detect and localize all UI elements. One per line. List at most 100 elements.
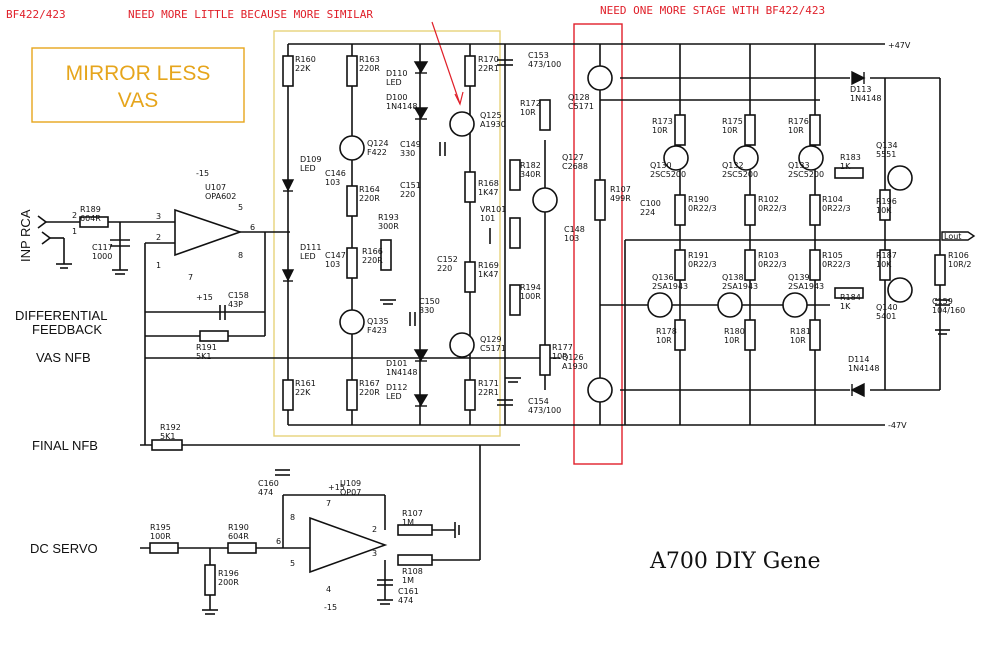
dc-servo-label: DC SERVO (30, 541, 98, 556)
value-r106: 10R/2 (948, 260, 972, 269)
ref-d114: D114 (848, 355, 869, 364)
value-q127: C2688 (562, 162, 588, 171)
value-c146: 103 (325, 178, 340, 187)
value-r102: 0R22/3 (758, 204, 787, 213)
pin-1: 1 (72, 227, 77, 236)
value-q124: F422 (367, 148, 387, 157)
ref-c100: C100 (640, 199, 661, 208)
value-q138: 2SA1943 (722, 282, 758, 291)
value-r166: 220R (362, 256, 383, 265)
ref-q129: Q129 (480, 335, 502, 344)
value-c158: 43P (228, 300, 243, 309)
ref-r196b: R196 (218, 569, 239, 578)
pin-8: 8 (238, 251, 243, 260)
pin-2c: 2 (372, 525, 377, 534)
ref-c146: C146 (325, 169, 346, 178)
ref-q128: Q128 (568, 93, 590, 102)
pin-3: 3 (156, 212, 161, 221)
ref-r163: R163 (359, 55, 380, 64)
value-r167: 220R (359, 388, 380, 397)
value-r184: 1K (840, 302, 851, 311)
pin-5: 5 (238, 203, 243, 212)
value-r107: 499R (610, 194, 631, 203)
opamp-u107-symbol (174, 208, 243, 257)
value-c148: 103 (564, 234, 579, 243)
pin-2b: 2 (72, 211, 77, 220)
ref-u109: U109 (340, 479, 361, 488)
value-r194: 100R (520, 292, 541, 301)
ref-r104: R104 (822, 195, 843, 204)
ref-c151: C151 (400, 181, 421, 190)
value-d111: LED (300, 252, 316, 261)
transistor-symbols (339, 65, 913, 403)
ref-r191a: R191 (196, 343, 217, 352)
value-q128: C5171 (568, 102, 594, 111)
rca-input-icon (37, 215, 65, 264)
pin-6b: 6 (276, 537, 281, 546)
diode-symbols (281, 61, 866, 407)
arrow-line (431, 21, 461, 105)
value-r168: 1K47 (478, 188, 499, 197)
diff-fb-label-2: FEEDBACK (32, 322, 102, 337)
value-c100: 224 (640, 208, 655, 217)
value-c149: 330 (400, 149, 415, 158)
mirror-less-box (31, 47, 245, 123)
value-u109: OP07 (340, 488, 361, 497)
value-d114: 1N4148 (848, 364, 879, 373)
pin-1b: 1 (156, 261, 161, 270)
value-r191a: 5K1 (196, 352, 211, 361)
value-r176: 10R (788, 126, 804, 135)
wires (45, 43, 941, 610)
ref-q125: Q125 (480, 111, 502, 120)
value-r192: 5K1 (160, 432, 175, 441)
pin-6: 6 (250, 223, 255, 232)
value-r177: 10R (552, 352, 568, 361)
ref-r168: R168 (478, 179, 499, 188)
output-label: Lout (944, 232, 961, 241)
value-r196a: 10K (876, 206, 892, 215)
value-r163: 220R (359, 64, 380, 73)
ground-symbols (56, 228, 950, 615)
value-r183: 1K (840, 162, 851, 171)
value-q130: 2SC5200 (650, 170, 686, 179)
ref-r105: R105 (822, 251, 843, 260)
ref-r108: R108 (402, 567, 423, 576)
value-c161: 474 (398, 596, 413, 605)
ref-r161: R161 (295, 379, 316, 388)
ref-r195: R195 (150, 523, 171, 532)
value-r187: 10K (876, 260, 892, 269)
value-d110: LED (386, 78, 402, 87)
value-q129: C5171 (480, 344, 506, 353)
value-q134: 5551 (876, 150, 896, 159)
component-labels: R189604RC1171000U107OPA602C15843PR1915K1… (80, 51, 972, 605)
pin-7b: 7 (326, 499, 331, 508)
value-r175: 10R (722, 126, 738, 135)
value-r190b: 604R (228, 532, 249, 541)
ref-r182: R182 (520, 161, 541, 170)
value-c117: 1000 (92, 252, 112, 261)
ref-c150: C150 (419, 297, 440, 306)
value-r182: 340R (520, 170, 541, 179)
value-c150: 330 (419, 306, 434, 315)
ref-r177: R177 (552, 343, 573, 352)
ref-q126: Q126 (562, 353, 584, 362)
value-r104: 0R22/3 (822, 204, 851, 213)
ref-d111: D111 (300, 243, 321, 252)
ref-r171: R171 (478, 379, 499, 388)
value-q139: 2SA1943 (788, 282, 824, 291)
ref-q135: Q135 (367, 317, 389, 326)
ref-c153: C153 (528, 51, 549, 60)
diff-fb-label-1: DIFFERENTIAL (15, 308, 107, 323)
value-r195: 100R (150, 532, 171, 541)
schematic-title: A700 DIY Gene (649, 549, 821, 574)
value-r160: 22K (295, 64, 311, 73)
value-c147: 103 (325, 260, 340, 269)
value-r105: 0R22/3 (822, 260, 851, 269)
value-r164: 220R (359, 194, 380, 203)
ref-r160: R160 (295, 55, 316, 64)
ref-r178: R178 (656, 327, 677, 336)
ref-c158: C158 (228, 291, 249, 300)
output-terminal-icon (941, 231, 976, 241)
ref-c147: C147 (325, 251, 346, 260)
ref-c117: C117 (92, 243, 113, 252)
